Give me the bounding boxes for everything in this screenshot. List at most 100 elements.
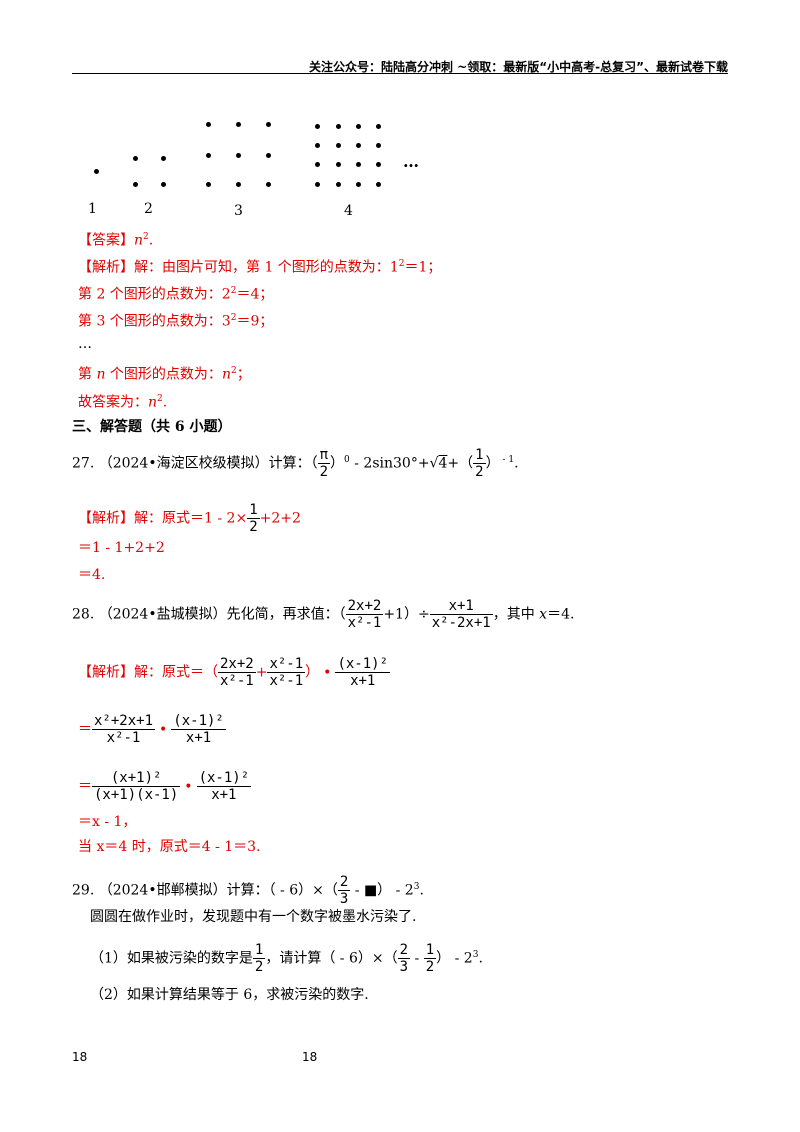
question-text: +（ <box>447 455 474 472</box>
q26-analysis-3: 第 3 个图形的点数为：32＝9； <box>78 309 273 331</box>
denominator: 2 <box>475 464 484 480</box>
variable-n: n <box>148 394 158 411</box>
numerator: x²+2x+1 <box>92 713 156 730</box>
question-text: ，其中 <box>492 606 540 623</box>
figure-dot <box>236 182 241 187</box>
page-number-left: 18 <box>72 1050 88 1064</box>
question-text: +1）÷ <box>383 606 430 623</box>
analysis-text: . <box>162 394 168 411</box>
figure-dot <box>356 162 361 167</box>
question-text: . <box>514 455 519 472</box>
denominator: 2 <box>254 959 264 975</box>
figure-dot <box>376 143 381 148</box>
exponent: 0 <box>344 454 350 465</box>
denominator: x²-1 <box>269 673 304 689</box>
fraction: (x+1)²(x+1)(x-1) <box>92 770 181 803</box>
numerator: 1 <box>423 942 437 959</box>
figure-dot <box>266 122 271 127</box>
denominator: (x+1)(x-1) <box>94 787 179 803</box>
figure-dot <box>336 124 341 129</box>
question-text: ，请计算（ - 6）×（ <box>265 950 398 967</box>
figure-dot <box>206 153 211 158</box>
analysis-text: 第 3 个图形的点数为：3 <box>78 313 231 330</box>
sqrt: √4 <box>429 455 448 472</box>
figure-dot <box>161 156 166 161</box>
multiply-dot: • <box>323 664 332 681</box>
page-header: 关注公众号：陆陆高分冲刺 ~领取：最新版“小中高考-总复习”、最新试卷下载 <box>309 60 728 74</box>
question-text: - ■） - 2 <box>350 882 414 899</box>
denominator: x²-1 <box>347 615 382 631</box>
exponent: 2 <box>398 259 405 269</box>
analysis-text: +2+2 <box>259 510 301 527</box>
figure-dot <box>376 162 381 167</box>
figure-dot <box>356 124 361 129</box>
figure-dot <box>376 182 381 187</box>
multiply-dot: • <box>184 778 193 795</box>
denominator: x+1 <box>211 787 237 803</box>
exponent: - 1 <box>499 454 515 465</box>
figure-label-3: 3 <box>234 203 243 219</box>
numerator: (x+1)² <box>92 770 181 787</box>
variable-x: x <box>539 606 548 623</box>
analysis-text: 个图形的点数为： <box>105 366 222 383</box>
numerator: 1 <box>252 942 266 959</box>
figure-dot <box>336 143 341 148</box>
q26-analysis-6: 故答案为：n2. <box>78 390 167 412</box>
exponent: 2 <box>230 366 237 376</box>
page-number-center: 18 <box>302 1050 318 1064</box>
answer-value: n <box>134 232 144 249</box>
figure-ellipsis: … <box>403 152 419 171</box>
analysis-text: ＝9； <box>236 313 274 330</box>
figure-dot <box>336 182 341 187</box>
analysis-text: 解：由图片可知，第 1 个图形的点数为：1 <box>134 259 399 276</box>
figure-dot <box>133 182 138 187</box>
denominator: x²-1 <box>106 730 141 746</box>
q29-line-2: 圆圆在做作业时，发现题中有一个数字被墨水污染了. <box>90 909 417 925</box>
figure-dot <box>315 124 320 129</box>
figure-dot <box>94 169 99 174</box>
q26-answer: 【答案】n2. <box>78 228 153 250</box>
exponent: 2 <box>230 313 237 323</box>
figure-dot <box>376 124 381 129</box>
question-text: 27. （2024•海淀区校级模拟）计算：（ <box>72 455 318 472</box>
figure-dot <box>315 182 320 187</box>
analysis-text: 第 2 个图形的点数为：2 <box>78 286 231 303</box>
figure-label-1: 1 <box>88 201 97 217</box>
figure-dot <box>236 153 241 158</box>
analysis-text: ＝ <box>78 778 92 795</box>
figure-dot <box>315 143 320 148</box>
q28-analysis-5: 当 x＝4 时，原式＝4 - 1＝3. <box>78 839 261 855</box>
analysis-text: ＝4； <box>236 286 274 303</box>
variable-n: n <box>96 366 106 383</box>
denominator: x²-1 <box>220 673 254 689</box>
exponent: 3 <box>472 949 479 960</box>
question-text: . <box>419 882 424 899</box>
q28-analysis-4: ＝x - 1， <box>78 814 137 830</box>
q29-line-4: （2）如果计算结果等于 6，求被污染的数字. <box>90 987 369 1003</box>
analysis-tag: 【解析】 <box>78 510 134 527</box>
variable-n: n <box>221 366 231 383</box>
q26-analysis-5: 第 n 个图形的点数为：n2； <box>78 362 251 384</box>
denominator: x²-2x+1 <box>431 615 491 631</box>
figure-dot <box>206 122 211 127</box>
analysis-tag: 【解析】 <box>78 259 134 276</box>
figure-dot <box>133 156 138 161</box>
numerator: (x-1)² <box>196 770 252 787</box>
numerator: 2x+2 <box>218 656 256 673</box>
section-title: 三、解答题（共 6 小题） <box>72 419 232 435</box>
q26-analysis-2: 第 2 个图形的点数为：22＝4； <box>78 282 273 304</box>
